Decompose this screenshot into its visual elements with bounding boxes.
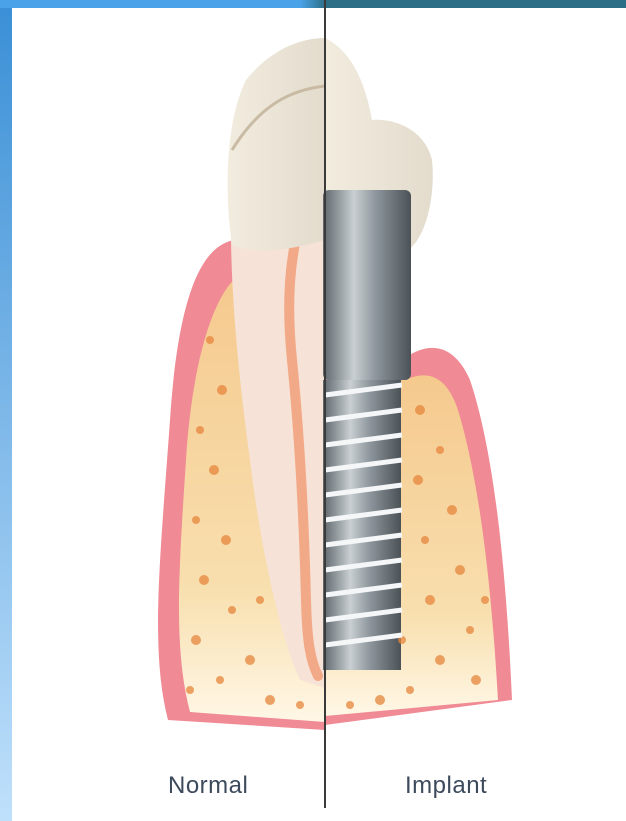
implant-abutment — [323, 190, 411, 380]
label-implant: Implant — [405, 772, 487, 800]
normal-tooth-section — [158, 38, 325, 730]
label-normal: Normal — [168, 772, 248, 800]
enamel-crown-left — [228, 38, 325, 250]
implant-section — [323, 38, 512, 725]
implant-screw-body — [323, 380, 401, 670]
